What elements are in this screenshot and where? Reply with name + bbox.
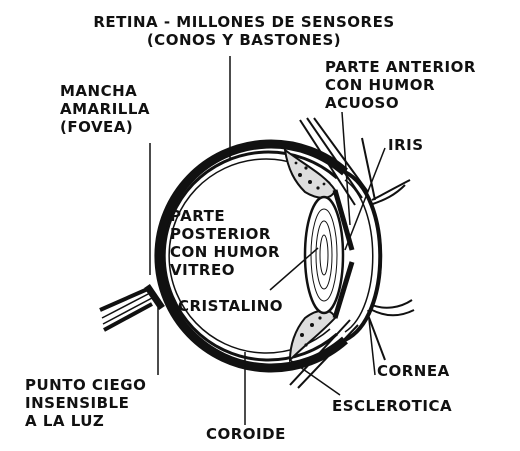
leader-iris [344, 147, 386, 251]
label-parte-anterior-line2: CON HUMOR [325, 76, 435, 94]
cornea-inner [344, 179, 374, 333]
label-parte-anterior-line1: PARTE ANTERIOR [325, 58, 476, 76]
label-parte-posterior-line4: VITREO [170, 261, 235, 279]
label-mancha-amarilla: MANCHA AMARILLA (FOVEA) [60, 82, 150, 136]
retina-line [168, 158, 331, 354]
label-cristalino: CRISTALINO [178, 297, 284, 315]
lens [303, 195, 345, 315]
eyeball [154, 139, 383, 373]
sclera-outline [154, 139, 348, 373]
choroid-line [162, 150, 338, 362]
label-mancha-line2: AMARILLA [60, 100, 151, 118]
label-retina-line2: (CONOS Y BASTONES) [146, 31, 342, 49]
label-punto-ciego-line3: A LA LUZ [25, 412, 105, 430]
label-iris: IRIS [388, 136, 424, 154]
label-retina-line1: RETINA - MILLONES DE SENSORES [93, 13, 395, 31]
label-parte-posterior-line1: PARTE [170, 207, 226, 225]
label-cornea: CORNEA [377, 362, 450, 380]
eyelid-lower [289, 299, 415, 389]
label-parte-posterior: PARTE POSTERIOR CON HUMOR VITREO [170, 207, 280, 279]
leader-parte-anterior [341, 111, 351, 226]
cornea-outline [344, 170, 383, 342]
label-punto-ciego-line2: INSENSIBLE [25, 394, 130, 412]
label-parte-anterior-line3: ACUOSO [325, 94, 400, 112]
leader-cristalino [269, 247, 319, 291]
label-parte-anterior: PARTE ANTERIOR CON HUMOR ACUOSO [325, 58, 476, 112]
optic-nerve [99, 284, 165, 332]
label-parte-posterior-line2: POSTERIOR [170, 225, 271, 243]
label-mancha-line3: (FOVEA) [60, 118, 134, 136]
label-retina: RETINA - MILLONES DE SENSORES (CONOS Y B… [54, 13, 434, 49]
label-mancha-line1: MANCHA [60, 82, 138, 100]
label-parte-posterior-line3: CON HUMOR [170, 243, 280, 261]
label-coroide: COROIDE [206, 425, 286, 443]
label-esclerotica: ESCLEROTICA [332, 397, 453, 415]
leader-cornea [367, 309, 376, 376]
leader-lines [149, 56, 386, 425]
label-punto-ciego: PUNTO CIEGO INSENSIBLE A LA LUZ [25, 376, 146, 430]
leader-esclerotica [289, 359, 341, 396]
label-punto-ciego-line1: PUNTO CIEGO [25, 376, 147, 394]
eyelid-upper [299, 117, 411, 206]
